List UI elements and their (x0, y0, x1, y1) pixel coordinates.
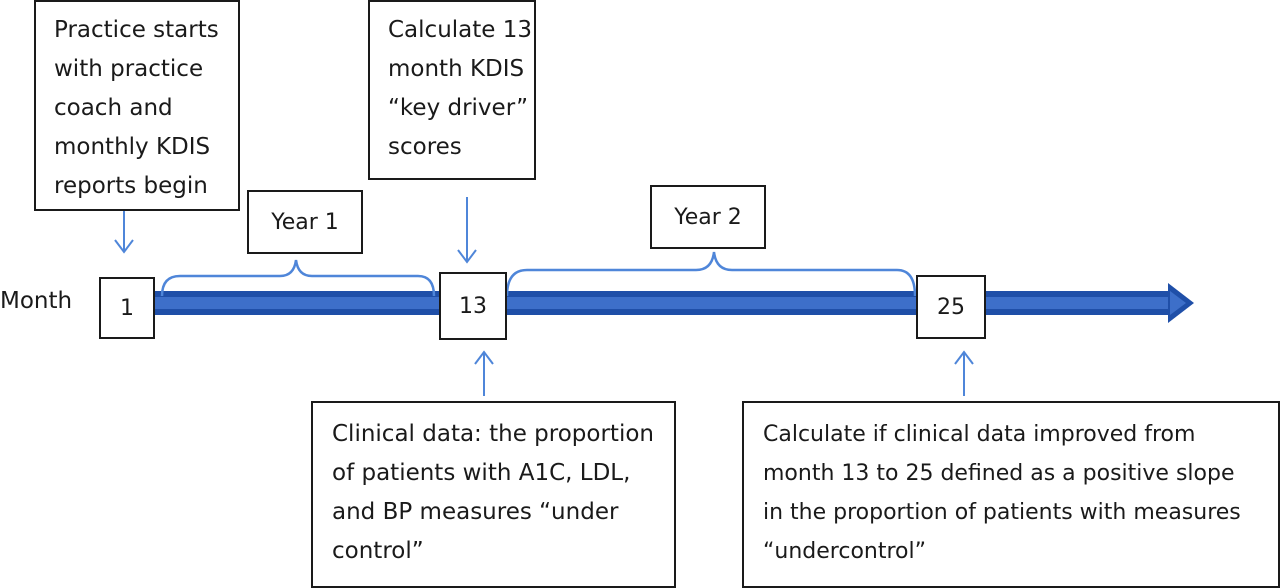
note-line: Calculate 13 (388, 17, 532, 43)
arrow-clinical-to-month13 (474, 350, 494, 396)
note-line: “key driver” (388, 95, 529, 121)
note-line: in the proportion of patients with measu… (763, 500, 1241, 525)
year1-brace (160, 259, 436, 297)
clinical-data-note: Clinical data: the proportion of patient… (311, 401, 676, 588)
note-line: reports begin (54, 173, 208, 199)
axis-label-month: Month (0, 288, 73, 314)
year-2-box: Year 2 (650, 185, 766, 249)
note-line: with practice (54, 56, 204, 82)
month-13-box: 13 (439, 272, 507, 340)
year-1-box: Year 1 (247, 190, 363, 254)
note-line: coach and (54, 95, 173, 121)
note-line: Clinical data: the proportion (332, 421, 654, 447)
note-line: Practice starts (54, 17, 219, 43)
year2-brace (505, 251, 917, 297)
practice-start-note: Practice starts with practice coach and … (34, 0, 240, 211)
month-25-box: 25 (916, 275, 986, 339)
timeline-arrow (150, 283, 1194, 323)
year-2-label: Year 2 (674, 204, 742, 230)
month-1-label: 1 (120, 295, 134, 321)
note-line: monthly KDIS (54, 134, 211, 160)
note-line: Calculate if clinical data improved from (763, 422, 1196, 447)
note-line: control” (332, 538, 424, 564)
note-line: scores (388, 134, 462, 160)
note-line: month KDIS (388, 56, 525, 82)
month-25-label: 25 (937, 294, 965, 320)
kdis-scores-note: Calculate 13 month KDIS “key driver” sco… (368, 0, 536, 180)
arrow-slope-to-month25 (954, 350, 974, 396)
note-line: of patients with A1C, LDL, (332, 460, 631, 486)
note-line: “undercontrol” (763, 539, 927, 564)
arrow-kdis-to-month13 (457, 197, 477, 264)
month-1-box: 1 (99, 277, 155, 339)
arrow-start-to-month1 (114, 210, 134, 254)
note-line: and BP measures “under (332, 499, 619, 525)
note-line: month 13 to 25 defined as a positive slo… (763, 461, 1235, 486)
slope-calculation-note: Calculate if clinical data improved from… (742, 401, 1280, 588)
year-1-label: Year 1 (271, 209, 339, 235)
month-13-label: 13 (459, 293, 487, 319)
